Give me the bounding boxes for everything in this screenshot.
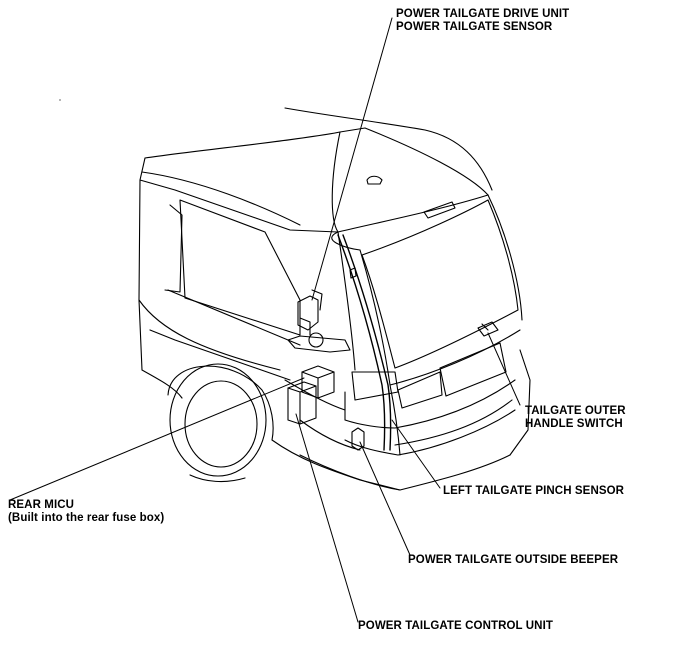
outer-handle-label-line1: TAILGATE OUTER — [525, 405, 626, 417]
outside-beeper — [351, 427, 365, 451]
label-outside-beeper: POWER TAILGATE OUTSIDE BEEPER — [408, 554, 618, 567]
rear-micu-label-line2: (Built into the rear fuse box) — [8, 512, 165, 524]
pinch-sensor-label: LEFT TAILGATE PINCH SENSOR — [443, 485, 625, 497]
label-outer-handle-switch: TAILGATE OUTER HANDLE SWITCH — [525, 405, 626, 431]
label-pinch-sensor: LEFT TAILGATE PINCH SENSOR — [443, 485, 624, 498]
leader-pinch-sensor — [391, 419, 441, 489]
drive-unit-label: POWER TAILGATE DRIVE UNIT — [396, 8, 570, 20]
label-rear-micu: REAR MICU (Built into the rear fuse box) — [8, 499, 164, 525]
outer-handle-switch — [477, 321, 499, 337]
pinch-sensor-strip — [337, 234, 392, 451]
leader-control-unit — [295, 413, 359, 623]
leader-drive-unit — [311, 17, 393, 301]
vehicle-body — [138, 107, 531, 491]
outer-handle-label-line2: HANDLE SWITCH — [525, 418, 623, 430]
rear-micu-box — [301, 365, 335, 399]
outside-beeper-label: POWER TAILGATE OUTSIDE BEEPER — [408, 554, 619, 566]
label-drive-unit-sensor: POWER TAILGATE DRIVE UNIT POWER TAILGATE… — [396, 8, 569, 34]
sensor-label: POWER TAILGATE SENSOR — [396, 21, 553, 33]
rear-micu-label-line1: REAR MICU — [8, 499, 75, 511]
drive-unit-component — [287, 289, 351, 353]
control-unit-label: POWER TAILGATE CONTROL UNIT — [358, 620, 553, 632]
leader-lines — [9, 17, 521, 623]
leader-rear-micu — [9, 377, 305, 501]
control-unit-box — [287, 381, 317, 425]
leader-outer-handle — [487, 332, 521, 406]
label-control-unit: POWER TAILGATE CONTROL UNIT — [358, 620, 553, 633]
leader-outside-beeper — [359, 441, 411, 556]
